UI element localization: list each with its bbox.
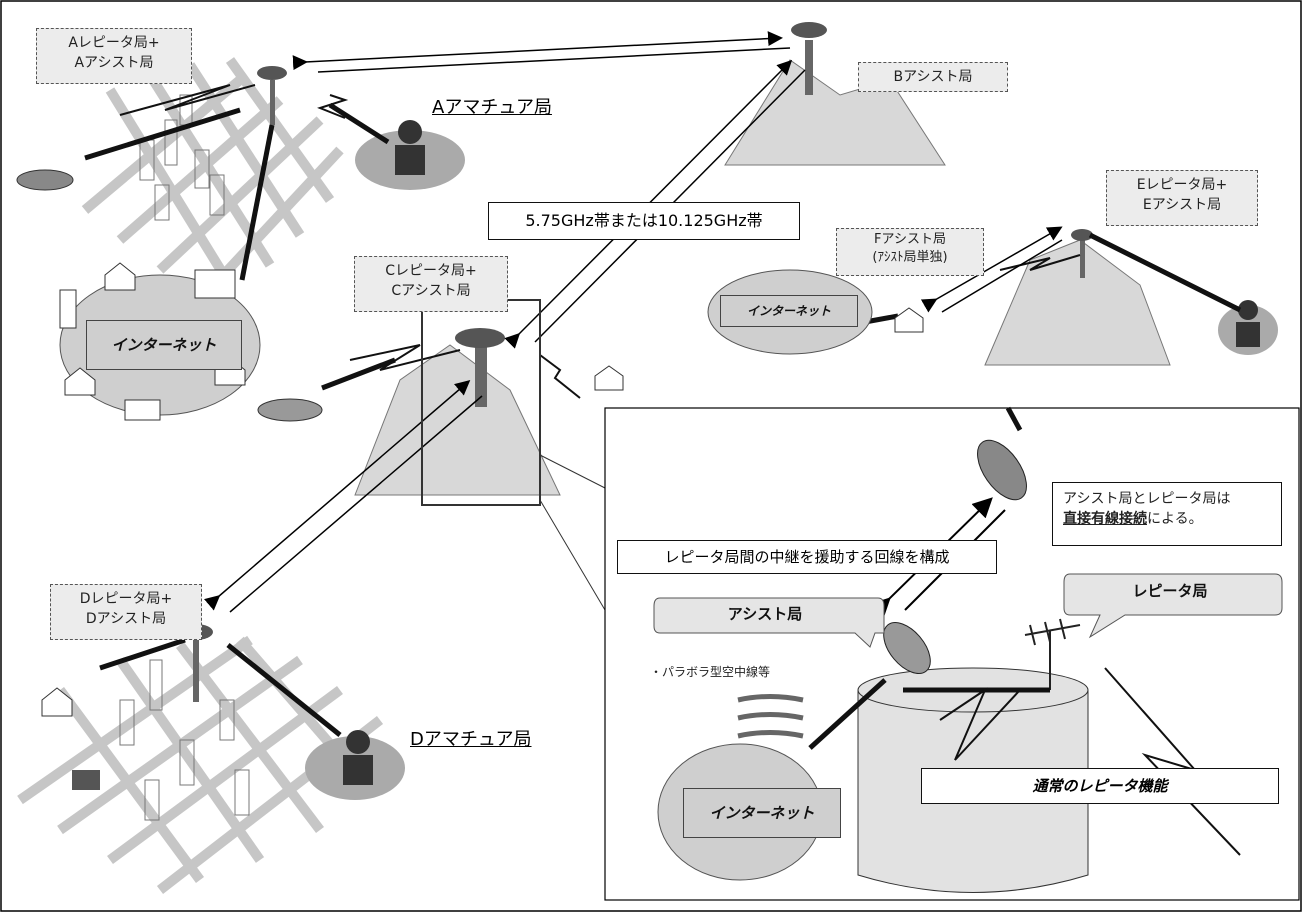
house-c-right [595,366,623,390]
station-f-assist-line1: Fアシスト局 [837,231,983,249]
callout-repeater-label: レピータ局 [1110,580,1230,601]
station-c-repeater-line2: Cアシスト局 [355,281,507,301]
assist-note-bold: 直接有線接続 [1063,511,1147,527]
station-a-repeater-line1: Aレピータ局+ [37,33,191,53]
station-f-assist-label: Fアシスト局 (ｱｼｽﾄ局単独) [836,228,984,276]
person-a [395,120,425,175]
car-center [258,399,322,421]
assist-note-suffix: による。 [1147,511,1203,527]
internet-box-left: インターネット [86,320,242,370]
person-d [343,730,373,785]
callout-assist-label: アシスト局 [690,603,840,624]
station-c-repeater-line1: Cレピータ局+ [355,261,507,281]
assist-note: アシスト局とレピータ局は 直接有線接続による。 [1052,482,1282,546]
station-c-repeater-label: Cレピータ局+ Cアシスト局 [354,256,508,312]
station-b-assist-label: Bアシスト局 [858,62,1008,92]
station-a-repeater-label: Aレピータ局+ Aアシスト局 [36,28,192,84]
station-e-repeater-label: Eレピータ局+ Eアシスト局 [1106,170,1258,226]
assist-note-prefix: アシスト局とレピータ局は [1063,491,1230,507]
house-f [895,308,923,332]
band-label: 5.75GHz帯または10.125GHz帯 [488,202,800,240]
station-a-amateur-label: Aアマチュア局 [432,98,552,118]
station-d-amateur-label: Dアマチュア局 [410,730,532,750]
station-e-repeater-line2: Eアシスト局 [1107,195,1257,215]
parabola-label: ・パラボラ型空中線等 [650,662,770,682]
normal-function-label: 通常のレピータ機能 [921,768,1279,804]
station-d-repeater-line1: Dレピータ局+ [51,589,201,609]
relay-note: レピータ局間の中継を援助する回線を構成 [617,540,997,574]
station-a-repeater-line2: Aアシスト局 [37,53,191,73]
internet-box-f: インターネット [720,295,858,327]
car-left [17,170,73,190]
city-d-building-block [72,770,100,790]
internet-box-detail: インターネット [683,788,841,838]
station-d-repeater-label: Dレピータ局+ Dアシスト局 [50,584,202,640]
station-e-repeater-line1: Eレピータ局+ [1107,175,1257,195]
station-f-assist-line2: (ｱｼｽﾄ局単独) [837,249,983,267]
station-d-repeater-line2: Dアシスト局 [51,609,201,629]
zoom-line-bottom [540,500,605,610]
